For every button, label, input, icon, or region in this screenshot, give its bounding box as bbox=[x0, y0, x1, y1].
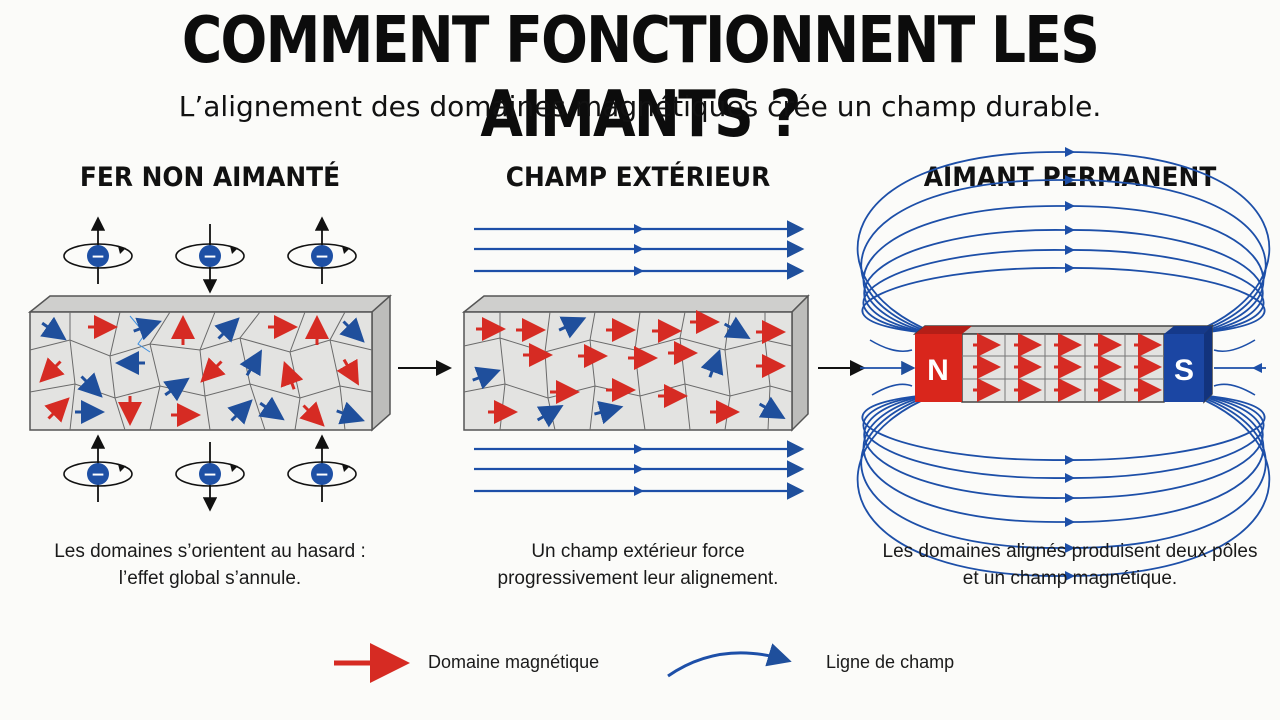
electron-spin-icon: − bbox=[63, 434, 133, 502]
domain-arrow bbox=[723, 316, 751, 339]
field-line bbox=[862, 249, 1265, 333]
south-pole bbox=[1164, 334, 1204, 402]
field-line-arrowhead bbox=[1065, 543, 1075, 553]
domain-arrow bbox=[227, 399, 253, 425]
svg-text:−: − bbox=[203, 247, 217, 267]
field-line-icon bbox=[667, 643, 792, 678]
electron-spin-icon: − bbox=[175, 442, 245, 512]
domain-arrow bbox=[336, 401, 365, 425]
field-line-arrowhead bbox=[634, 444, 644, 454]
random-domain-arrows bbox=[39, 315, 365, 427]
field-line-arrowhead bbox=[634, 266, 644, 276]
domain-arrow bbox=[239, 349, 262, 377]
field-line bbox=[871, 383, 913, 396]
domain-arrow bbox=[336, 358, 359, 386]
domain-arrow bbox=[339, 317, 365, 343]
field-line-arrowhead bbox=[1065, 263, 1075, 273]
heading-external-field: CHAMP EXTÉRIEUR bbox=[505, 162, 771, 193]
field-line bbox=[869, 339, 913, 353]
electron-spin-icon: − bbox=[63, 216, 133, 284]
field-line-arrowhead bbox=[634, 464, 644, 474]
field-line bbox=[863, 229, 1264, 333]
field-line-arrowhead bbox=[1065, 201, 1075, 211]
caption-line: Un champ extérieur force bbox=[531, 541, 745, 562]
field-line bbox=[1213, 339, 1256, 353]
field-line-arrowhead bbox=[1065, 473, 1075, 483]
field-line bbox=[1213, 383, 1256, 396]
field-line bbox=[860, 395, 1267, 549]
north-pole bbox=[915, 334, 962, 402]
external-field-lines bbox=[474, 220, 805, 500]
svg-text:−: − bbox=[91, 465, 105, 485]
magnet-field-lines bbox=[856, 147, 1271, 581]
heading-unmagnetized-iron: FER NON AIMANTÉ bbox=[79, 162, 341, 193]
electron-spin-icons: − − − − − − bbox=[63, 216, 357, 512]
caption-line: Les domaines alignés produisent deux pôl… bbox=[882, 541, 1258, 562]
domain-arrow bbox=[280, 361, 304, 390]
svg-text:−: − bbox=[203, 465, 217, 485]
iron-block-aligning bbox=[461, 294, 810, 432]
field-line-arrowhead bbox=[634, 486, 644, 496]
domain-arrow bbox=[214, 317, 240, 343]
domain-arrow bbox=[40, 316, 67, 341]
field-line bbox=[861, 395, 1266, 461]
field-line bbox=[860, 179, 1267, 333]
domain-arrow bbox=[39, 357, 65, 383]
caption-line: l’effet global s’annule. bbox=[118, 568, 302, 589]
page-title: COMMENT FONCTIONNENT LES AIMANTS ? bbox=[181, 4, 1100, 152]
iron-block-random bbox=[27, 294, 392, 432]
svg-text:−: − bbox=[315, 465, 329, 485]
field-line-arrowhead bbox=[1065, 147, 1075, 157]
domain-arrow bbox=[163, 377, 190, 402]
legend-domain-label: Domaine magnétique bbox=[428, 652, 600, 672]
domain-arrow bbox=[758, 396, 786, 419]
caption-line: et un champ magnétique. bbox=[962, 568, 1178, 589]
field-line-arrowhead bbox=[1252, 363, 1262, 373]
domain-arrow bbox=[133, 317, 162, 341]
field-line-arrowhead bbox=[1065, 175, 1075, 185]
svg-text:−: − bbox=[315, 247, 329, 267]
field-line bbox=[861, 267, 1266, 333]
domain-arrow bbox=[44, 397, 70, 423]
caption-permanent-magnet: Les domaines alignés produisent deux pôl… bbox=[860, 538, 1280, 592]
domain-arrow bbox=[594, 400, 624, 425]
field-line bbox=[862, 395, 1265, 523]
field-line bbox=[862, 205, 1265, 333]
electron-spin-icon: − bbox=[175, 224, 245, 294]
field-line-arrowhead bbox=[1065, 225, 1075, 235]
aligning-domain-arrows bbox=[472, 310, 786, 428]
field-line-arrowhead bbox=[1065, 517, 1075, 527]
legend-field-label: Ligne de champ bbox=[826, 652, 955, 672]
field-line-arrowhead bbox=[634, 224, 644, 234]
svg-text:−: − bbox=[91, 247, 105, 267]
south-pole-label: S bbox=[1174, 354, 1194, 387]
field-line-arrowhead bbox=[1065, 245, 1075, 255]
field-line bbox=[863, 395, 1264, 499]
domain-arrow bbox=[77, 372, 103, 398]
domain-arrow bbox=[536, 405, 564, 428]
field-line-arrowhead bbox=[1065, 571, 1075, 581]
field-line bbox=[862, 395, 1265, 479]
aligned-domain-arrows bbox=[973, 333, 1162, 402]
domain-arrow bbox=[700, 349, 724, 378]
domain-arrow bbox=[472, 366, 501, 390]
caption-external-field: Un champ extérieur force progressivement… bbox=[428, 538, 848, 592]
north-pole-label: N bbox=[927, 354, 949, 387]
domain-arrow bbox=[200, 357, 226, 383]
caption-line: Les domaines s’orientent au hasard : bbox=[54, 541, 366, 562]
electron-spin-icon: − bbox=[287, 216, 357, 284]
field-line bbox=[856, 395, 1271, 577]
caption-unmagnetized: Les domaines s’orientent au hasard : l’e… bbox=[0, 538, 420, 592]
electron-spin-icon: − bbox=[287, 434, 357, 502]
field-line-arrowhead bbox=[634, 244, 644, 254]
page-subtitle: L’alignement des domaines magnétiques cr… bbox=[178, 90, 1102, 123]
field-line-arrowhead bbox=[1065, 493, 1075, 503]
domain-arrow bbox=[299, 401, 325, 427]
field-line-arrowhead bbox=[1065, 455, 1075, 465]
caption-line: progressivement leur alignement. bbox=[497, 568, 779, 589]
field-line bbox=[856, 151, 1271, 333]
domain-arrow bbox=[558, 316, 587, 339]
domain-arrow bbox=[258, 396, 285, 421]
